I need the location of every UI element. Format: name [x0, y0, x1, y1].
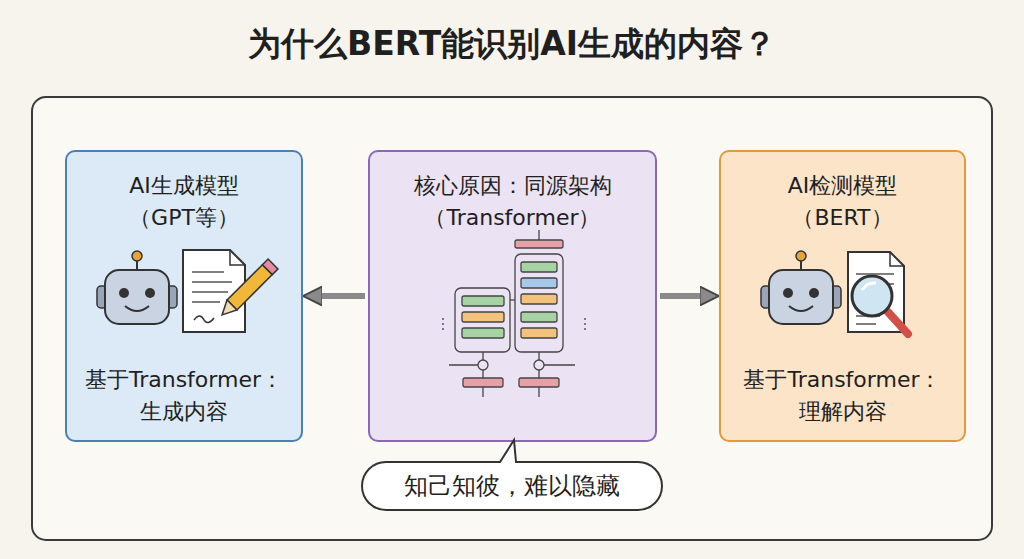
- diagram-title: 为什么BERT能识别AI生成的内容？: [0, 22, 1024, 67]
- robot-icon: [761, 251, 841, 324]
- box-body: 基于Transformer： 生成内容: [83, 364, 286, 428]
- document-magnifier-icon: [848, 252, 908, 334]
- box-heading: AI生成模型 （GPT等）: [127, 170, 241, 234]
- detector-box: AI检测模型 （BERT） 基于Transformer： 理解内容: [719, 150, 966, 442]
- generator-box: AI生成模型 （GPT等） 基于Transformer： 生成内容: [65, 150, 303, 442]
- box-heading: 核心原因：同源架构 （Transformer）: [412, 170, 614, 234]
- document-pencil-icon: [183, 250, 278, 332]
- outer-panel: [32, 97, 992, 540]
- core-box: 核心原因：同源架构 （Transformer）: [368, 150, 657, 442]
- box-heading: AI检测模型 （BERT）: [786, 170, 900, 234]
- box-body: 基于Transformer： 理解内容: [741, 364, 944, 428]
- transformer-sketch: [443, 230, 585, 397]
- box-heading: 知己知彼，难以隐藏: [402, 471, 622, 501]
- flow-arrow: [660, 293, 715, 299]
- robot-icon: [97, 251, 177, 324]
- speech-bubble: 知己知彼，难以隐藏: [362, 462, 662, 510]
- flow-arrow: [307, 293, 365, 299]
- bubble-shape: [362, 440, 662, 510]
